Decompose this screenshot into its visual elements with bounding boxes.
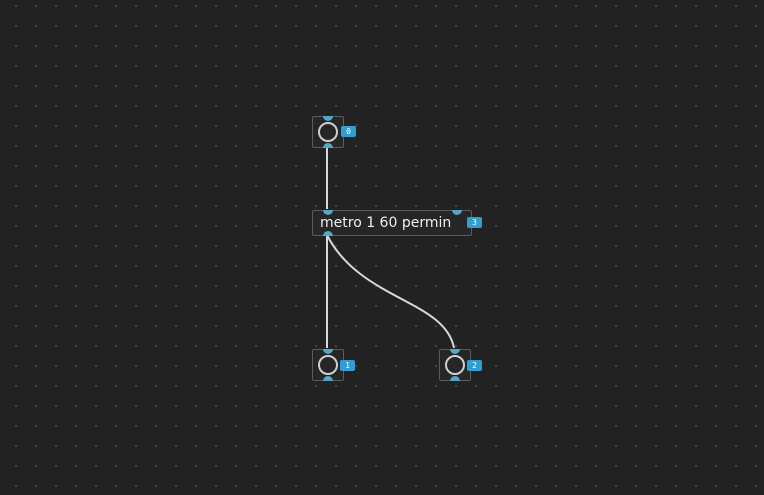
circle-icon[interactable] [445,355,465,375]
cord-metro-to-bang2[interactable] [326,234,455,349]
object-id-badge: 2 [467,360,482,371]
message-object-metro[interactable]: metro 1 60 permin [312,210,472,236]
bang-inlet[interactable] [323,349,333,354]
circle-icon[interactable] [318,355,338,375]
bang-object-0[interactable] [312,116,344,148]
bang-object-2[interactable] [439,349,471,381]
message-inlet-left[interactable] [323,210,333,215]
bang-outlet[interactable] [323,143,333,148]
object-id-badge: 1 [340,360,355,371]
object-id-badge: 0 [341,126,356,137]
circle-icon[interactable] [318,122,338,142]
message-outlet[interactable] [323,231,333,236]
bang-outlet[interactable] [323,376,333,381]
bang-inlet[interactable] [323,116,333,121]
message-text: metro 1 60 permin [320,215,452,231]
object-id-badge: 3 [467,217,482,228]
message-inlet-right[interactable] [452,210,462,215]
bang-inlet[interactable] [450,349,460,354]
bang-outlet[interactable] [450,376,460,381]
bang-object-1[interactable] [312,349,344,381]
